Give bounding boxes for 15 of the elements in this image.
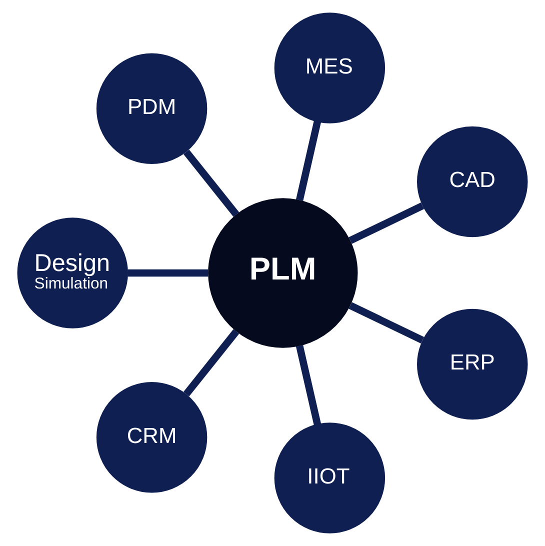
connector [296, 120, 322, 201]
connector [296, 345, 322, 426]
node-circle: IIOT [274, 422, 386, 534]
connector [183, 150, 240, 217]
node-circle: CRM [96, 382, 208, 493]
node-circle: Design Simulation [17, 218, 128, 328]
node-circle: PLM [208, 198, 358, 348]
connector [348, 202, 424, 244]
node-circle: PDM [96, 53, 208, 164]
connector [183, 329, 240, 396]
connector [348, 302, 424, 344]
node-circle: CAD [417, 126, 528, 238]
node-circle: ERP [417, 308, 528, 420]
connector [128, 269, 208, 277]
node-circle: MES [274, 12, 386, 124]
